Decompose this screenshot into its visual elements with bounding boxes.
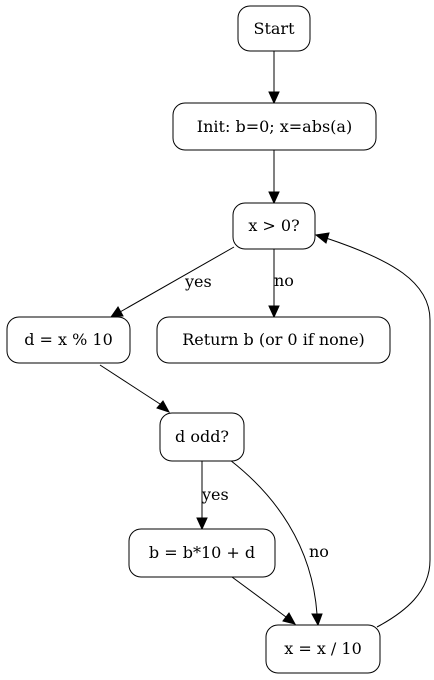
node-start: Start <box>237 5 311 52</box>
node-div: x = x / 10 <box>265 624 381 674</box>
edge-label-check-no: no <box>274 271 294 290</box>
edge-start-init <box>268 51 280 105</box>
edge-label-odd-no: no <box>309 542 329 561</box>
edge-accum-div <box>231 576 296 625</box>
node-mod-label: d = x % 10 <box>24 330 113 349</box>
node-check-x-label: x > 0? <box>248 216 299 235</box>
edge-check-mod <box>109 246 235 318</box>
node-accum-label: b = b*10 + d <box>149 543 255 562</box>
node-div-label: x = x / 10 <box>284 639 362 658</box>
edge-check-return <box>268 249 280 319</box>
node-odd-label: d odd? <box>175 427 229 446</box>
edge-label-check-yes: yes <box>184 272 212 291</box>
node-check-x: x > 0? <box>232 202 316 250</box>
edge-init-check <box>268 150 280 205</box>
node-start-label: Start <box>253 19 295 38</box>
edge-odd-div <box>229 459 323 627</box>
node-return: Return b (or 0 if none) <box>156 316 391 364</box>
node-accum: b = b*10 + d <box>128 528 276 578</box>
edge-mod-odd <box>99 364 171 413</box>
node-return-label: Return b (or 0 if none) <box>182 330 365 349</box>
edge-label-odd-yes: yes <box>201 485 229 504</box>
node-mod: d = x % 10 <box>6 316 131 364</box>
node-odd: d odd? <box>159 412 245 462</box>
node-init: Init: b=0; x=abs(a) <box>172 102 377 151</box>
edge-div-check-loop <box>314 232 431 628</box>
edge-odd-accum <box>196 461 208 531</box>
node-init-label: Init: b=0; x=abs(a) <box>197 117 352 136</box>
